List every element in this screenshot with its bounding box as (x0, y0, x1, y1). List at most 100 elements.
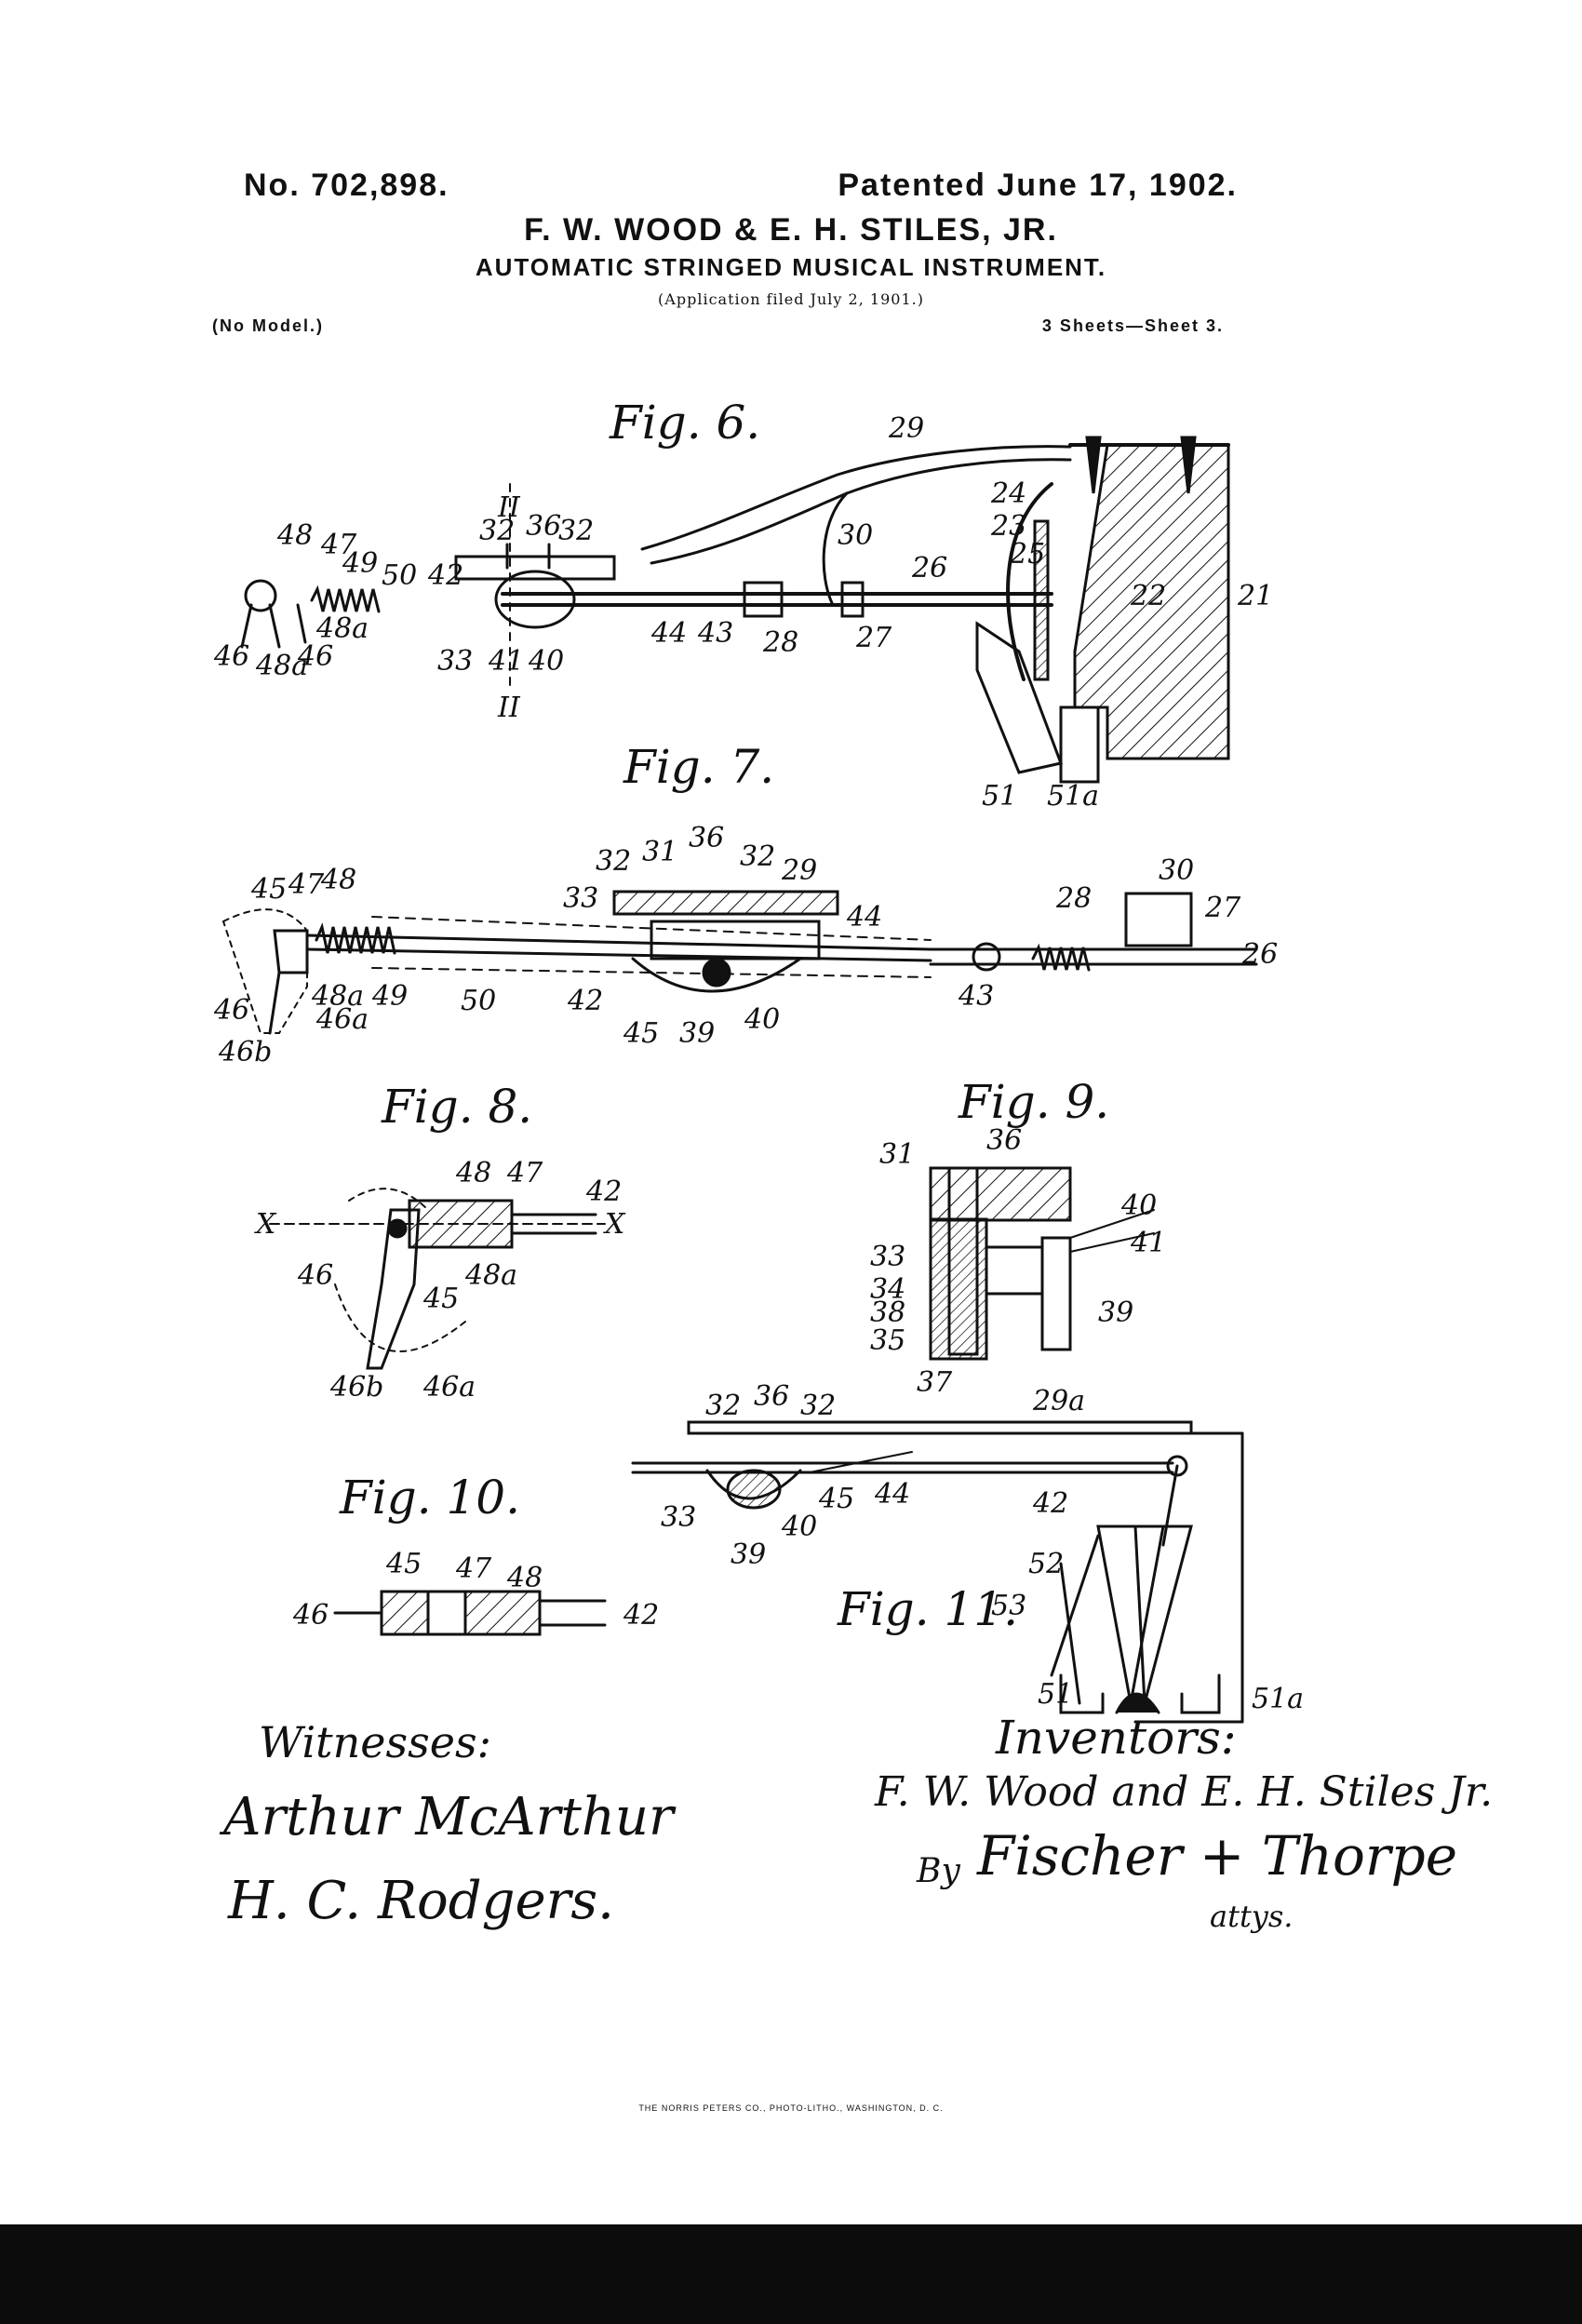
ref-label: 45 (250, 873, 287, 906)
ref-label: 29 (888, 412, 924, 445)
attorney-signature: Fischer + Thorpe (977, 1824, 1458, 1887)
ref-label: 24 (990, 477, 1026, 510)
ref-label: 53 (991, 1590, 1026, 1622)
fig6-screw (1180, 436, 1197, 494)
fig7-rod-42 (305, 934, 932, 951)
fig6-bracket-30 (798, 491, 849, 607)
patent-date: Patented June 17, 1902. (838, 168, 1238, 203)
ref-label: 40 (528, 645, 564, 678)
fig10-part-45 (426, 1590, 467, 1636)
ref-label: 36 (689, 822, 724, 854)
fig6-spring-49 (310, 584, 381, 613)
ref-label: 33 (870, 1241, 905, 1273)
ref-label: 46 (297, 1259, 333, 1292)
ref-label: 46a (422, 1371, 476, 1404)
figure-label-6: Fig. 6. (610, 396, 761, 450)
figure-label-8: Fig. 8. (382, 1080, 533, 1134)
ref-label: 48 (455, 1157, 491, 1189)
ref-label: 42 (623, 1599, 659, 1632)
ref-label: 29a (1032, 1385, 1085, 1417)
ref-label: 41 (488, 645, 524, 678)
ref-label: 31 (879, 1138, 915, 1171)
ref-label: 41 (1130, 1227, 1166, 1259)
fig6-support-block (1073, 443, 1230, 760)
fig8-sleeve-48 (408, 1199, 514, 1249)
figure-label-7: Fig. 7. (623, 740, 775, 794)
ref-label: 45 (623, 1017, 659, 1050)
attorney-by: By (917, 1852, 960, 1890)
scan-border (0, 2224, 1582, 2324)
ref-label: 51a (1252, 1683, 1304, 1715)
fig6-block-51a (1059, 705, 1100, 784)
fig6-collar-43 (743, 581, 784, 618)
fig11-block-51 (1059, 1673, 1105, 1714)
ref-label: 40 (781, 1511, 817, 1543)
inventors-header: F. W. WOOD & E. H. STILES, JR. (524, 212, 1058, 248)
sheet-count: 3 Sheets—Sheet 3. (1041, 316, 1224, 335)
fig7-pick-46 (273, 929, 309, 974)
fig11-plate-29a (687, 1420, 1193, 1435)
ref-label: 28 (1055, 882, 1092, 915)
ref-label: 48a (315, 612, 369, 645)
ref-label: 25 (1009, 538, 1045, 571)
ref-label: 46 (292, 1599, 328, 1632)
ref-label: 44 (846, 901, 882, 934)
ref-label: 26 (911, 552, 947, 584)
patent-number: No. 702,898. (244, 168, 449, 203)
ref-label: 51 (982, 780, 1017, 813)
figure-6-drawing (240, 436, 1230, 784)
ref-label: 26 (1241, 938, 1278, 971)
ref-label: 48a (311, 980, 364, 1013)
figure-7-drawing (221, 890, 1258, 1035)
ref-label: 21 (1237, 580, 1273, 612)
ref-label: 42 (567, 985, 603, 1017)
ref-label: 48 (506, 1562, 543, 1594)
figure-label-10: Fig. 10. (340, 1471, 520, 1525)
ref-label: 29 (781, 854, 817, 887)
ref-label: 30 (838, 519, 873, 552)
attorney-suffix: attys. (1210, 1899, 1294, 1934)
fig11-pivot (1166, 1455, 1188, 1477)
figure-8-drawing (269, 1188, 606, 1370)
ref-label: 45 (422, 1283, 459, 1315)
fig11-block-51a (1180, 1673, 1221, 1714)
inventors-label: Inventors: (996, 1711, 1237, 1765)
ref-label: 45 (385, 1548, 422, 1580)
ref-label: 39 (731, 1538, 766, 1571)
fig7-hammer-39 (631, 957, 802, 993)
ref-label: 46a (315, 1003, 369, 1036)
ref-label: 44 (874, 1478, 910, 1511)
fig6-spring-arm-29 (640, 445, 1072, 551)
fig6-pick-head (244, 579, 277, 612)
ref-label: 36 (986, 1124, 1022, 1157)
ref-label: 43 (697, 617, 733, 650)
ref-label: 39 (679, 1017, 715, 1050)
model-note: (No Model.) (212, 316, 324, 335)
figure-label-11: Fig. 11. (838, 1582, 1018, 1636)
ref-label: 46b (329, 1371, 383, 1404)
ref-label: 46 (213, 640, 249, 673)
ref-label: 42 (1032, 1487, 1068, 1520)
patent-title: AUTOMATIC STRINGED MUSICAL INSTRUMENT. (475, 253, 1107, 281)
figure-label-9: Fig. 9. (959, 1075, 1110, 1129)
ref-label: 33 (437, 645, 473, 678)
ref-label: 32 (740, 840, 775, 873)
fig9-plate-31 (929, 1166, 1072, 1222)
ref-label: 31 (642, 836, 677, 868)
ref-label: 52 (1028, 1548, 1064, 1580)
ref-label: 44 (650, 617, 687, 650)
fig6-plate-31 (454, 555, 616, 581)
ref-label: 32 (705, 1390, 741, 1422)
ref-label: 37 (917, 1366, 953, 1399)
ref-label: 45 (818, 1483, 854, 1515)
ref-label: 42 (585, 1175, 622, 1208)
ref-label: 51a (1047, 780, 1099, 813)
ref-label: 23 (990, 510, 1026, 543)
witnesses-label: Witnesses: (259, 1717, 492, 1767)
inventor-names: F. W. Wood and E. H. Stiles Jr. (875, 1768, 1494, 1816)
ref-label: 40 (1120, 1189, 1157, 1222)
ref-label: 33 (563, 882, 598, 915)
fig10-pick-46 (380, 1590, 430, 1636)
ref-label: II (497, 491, 521, 524)
